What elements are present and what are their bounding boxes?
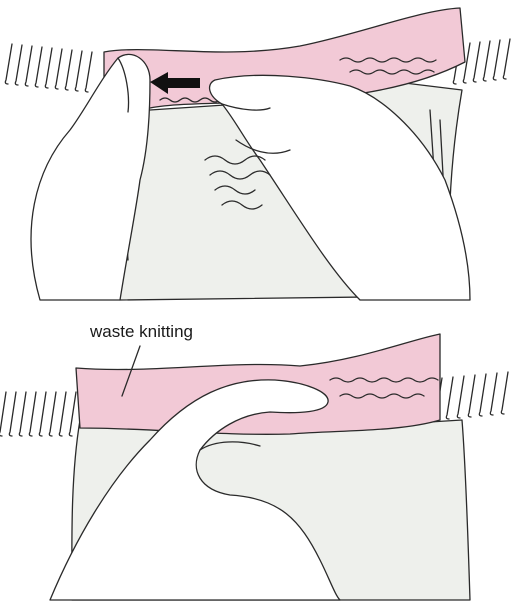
needle-bed-left-upper <box>5 44 92 92</box>
needle <box>75 51 82 91</box>
needle <box>501 372 508 414</box>
upper-panel <box>5 8 510 300</box>
needle <box>503 39 510 79</box>
lower-panel <box>0 334 508 600</box>
needle <box>457 376 464 418</box>
needle <box>49 392 56 436</box>
needle <box>65 50 72 90</box>
needle <box>473 42 480 82</box>
needle <box>55 49 62 89</box>
needle <box>479 374 486 416</box>
needle <box>85 52 92 92</box>
needle <box>490 373 497 415</box>
needle <box>69 392 76 436</box>
needle-bed-right-lower <box>435 372 508 420</box>
needle <box>39 392 46 436</box>
waste-knitting-label: waste knitting <box>90 322 193 342</box>
needle <box>5 44 12 84</box>
needle <box>493 40 500 80</box>
needle <box>59 392 66 436</box>
needle-bed-left-lower <box>0 392 76 436</box>
needle <box>483 41 490 81</box>
needle <box>35 47 42 87</box>
needle <box>468 375 475 417</box>
needle <box>446 377 453 419</box>
needle <box>0 392 6 436</box>
needle <box>25 46 32 86</box>
needle <box>19 392 26 436</box>
needle <box>15 45 22 85</box>
needle <box>9 392 16 436</box>
needle <box>45 48 52 88</box>
needle <box>29 392 36 436</box>
